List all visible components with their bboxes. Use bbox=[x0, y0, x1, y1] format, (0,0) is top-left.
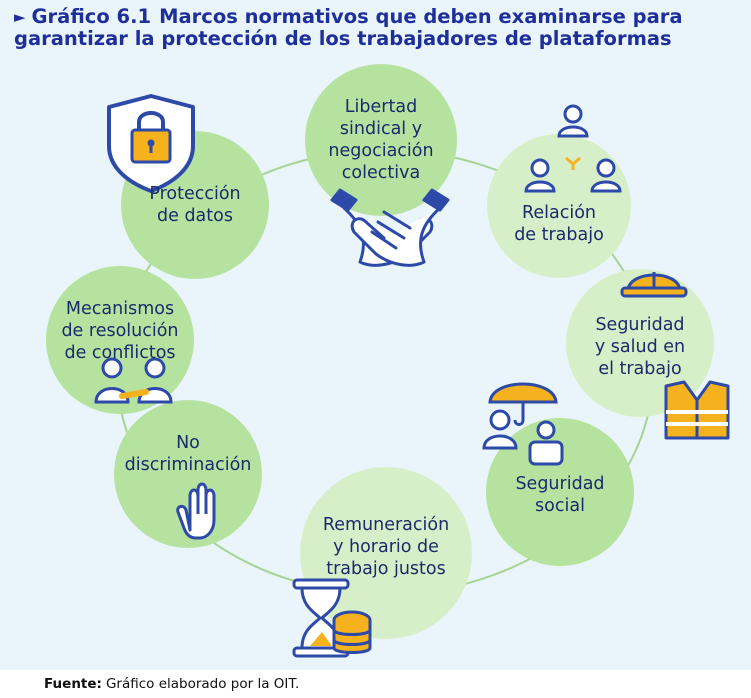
label-seguridad-salud: Seguridad y salud en el trabajo bbox=[594, 315, 686, 379]
source-text: Gráfico elaborado por la OIT. bbox=[105, 676, 300, 692]
title-line-2: garantizar la protección de los trabajad… bbox=[14, 27, 672, 50]
stop-hand-icon bbox=[176, 482, 216, 540]
circle-seguridad-social bbox=[486, 418, 634, 566]
circle-remuneracion bbox=[300, 467, 472, 639]
source-label: Fuente: bbox=[44, 676, 102, 692]
hourglass-coins-icon bbox=[292, 578, 372, 658]
circle-no-discriminacion bbox=[114, 400, 262, 548]
label-mecanismos: Mecanismos de resolución de conflictos bbox=[61, 299, 179, 363]
hardhat-icon bbox=[620, 272, 688, 298]
source-note: Fuente:Gráfico elaborado por la OIT. bbox=[44, 676, 299, 692]
umbrella-people-icon bbox=[482, 382, 564, 466]
label-proteccion: Protección de datos bbox=[149, 184, 241, 226]
label-libertad: Libertad sindical y negociación colectiv… bbox=[328, 97, 434, 183]
circle-libertad bbox=[305, 64, 457, 216]
handshake-icon bbox=[330, 188, 450, 267]
title-line-1: Marcos normativos que deben examinarse p… bbox=[159, 5, 683, 28]
two-people-icon bbox=[94, 357, 173, 404]
figure-number: Gráfico 6.1 bbox=[31, 5, 152, 28]
figure-title: ► Gráfico 6.1 Marcos normativos que deben … bbox=[14, 6, 744, 50]
shield-lock-icon bbox=[107, 94, 195, 193]
framework-diagram bbox=[46, 64, 730, 658]
vest-icon bbox=[664, 380, 730, 440]
circle-relacion bbox=[487, 134, 631, 278]
label-seguridad-social: Seguridad social bbox=[515, 474, 605, 516]
label-no-discriminacion: No discriminación bbox=[124, 433, 252, 475]
hierarchy-people-icon bbox=[524, 104, 622, 193]
label-remuneracion: Remuneración y horario de trabajo justos bbox=[322, 515, 450, 579]
arrow-right-icon: ► bbox=[14, 8, 26, 26]
circle-seguridad-salud bbox=[566, 269, 714, 417]
label-relacion: Relación de trabajo bbox=[514, 203, 604, 245]
